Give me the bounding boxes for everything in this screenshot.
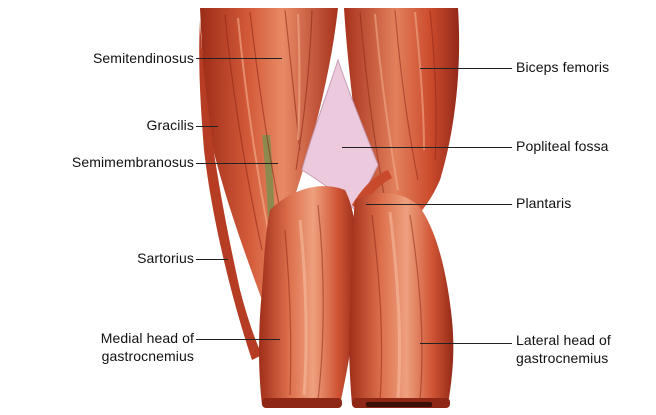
- label-gracilis: Gracilis: [30, 117, 194, 134]
- calf-base-left: [262, 398, 342, 408]
- label-medial-head-line1: Medial head of: [30, 330, 194, 347]
- label-lateral-head-line2: gastrocnemius: [516, 350, 608, 367]
- label-medial-head-line2: gastrocnemius: [30, 348, 194, 365]
- label-lateral-head-line1: Lateral head of: [516, 332, 611, 349]
- label-plantaris: Plantaris: [516, 195, 571, 212]
- calf-base-right-opening: [366, 402, 432, 407]
- leader-semimembranosus: [196, 163, 278, 164]
- leader-gracilis: [196, 126, 218, 127]
- leader-lateral-head: [420, 343, 512, 344]
- leader-sartorius: [196, 259, 228, 260]
- label-biceps-femoris: Biceps femoris: [516, 59, 609, 76]
- label-sartorius: Sartorius: [30, 250, 194, 267]
- leader-plantaris: [366, 204, 512, 205]
- leader-biceps-femoris: [420, 68, 512, 69]
- leader-semitendinosus: [196, 58, 282, 59]
- label-semimembranosus: Semimembranosus: [0, 154, 194, 171]
- label-popliteal-fossa: Popliteal fossa: [516, 138, 609, 155]
- label-semitendinosus: Semitendinosus: [30, 50, 194, 67]
- medial-gastrocnemius-muscle: [259, 186, 358, 405]
- leader-medial-head: [196, 339, 280, 340]
- leader-popliteal-fossa: [342, 147, 512, 148]
- lateral-gastrocnemius-muscle: [349, 193, 453, 405]
